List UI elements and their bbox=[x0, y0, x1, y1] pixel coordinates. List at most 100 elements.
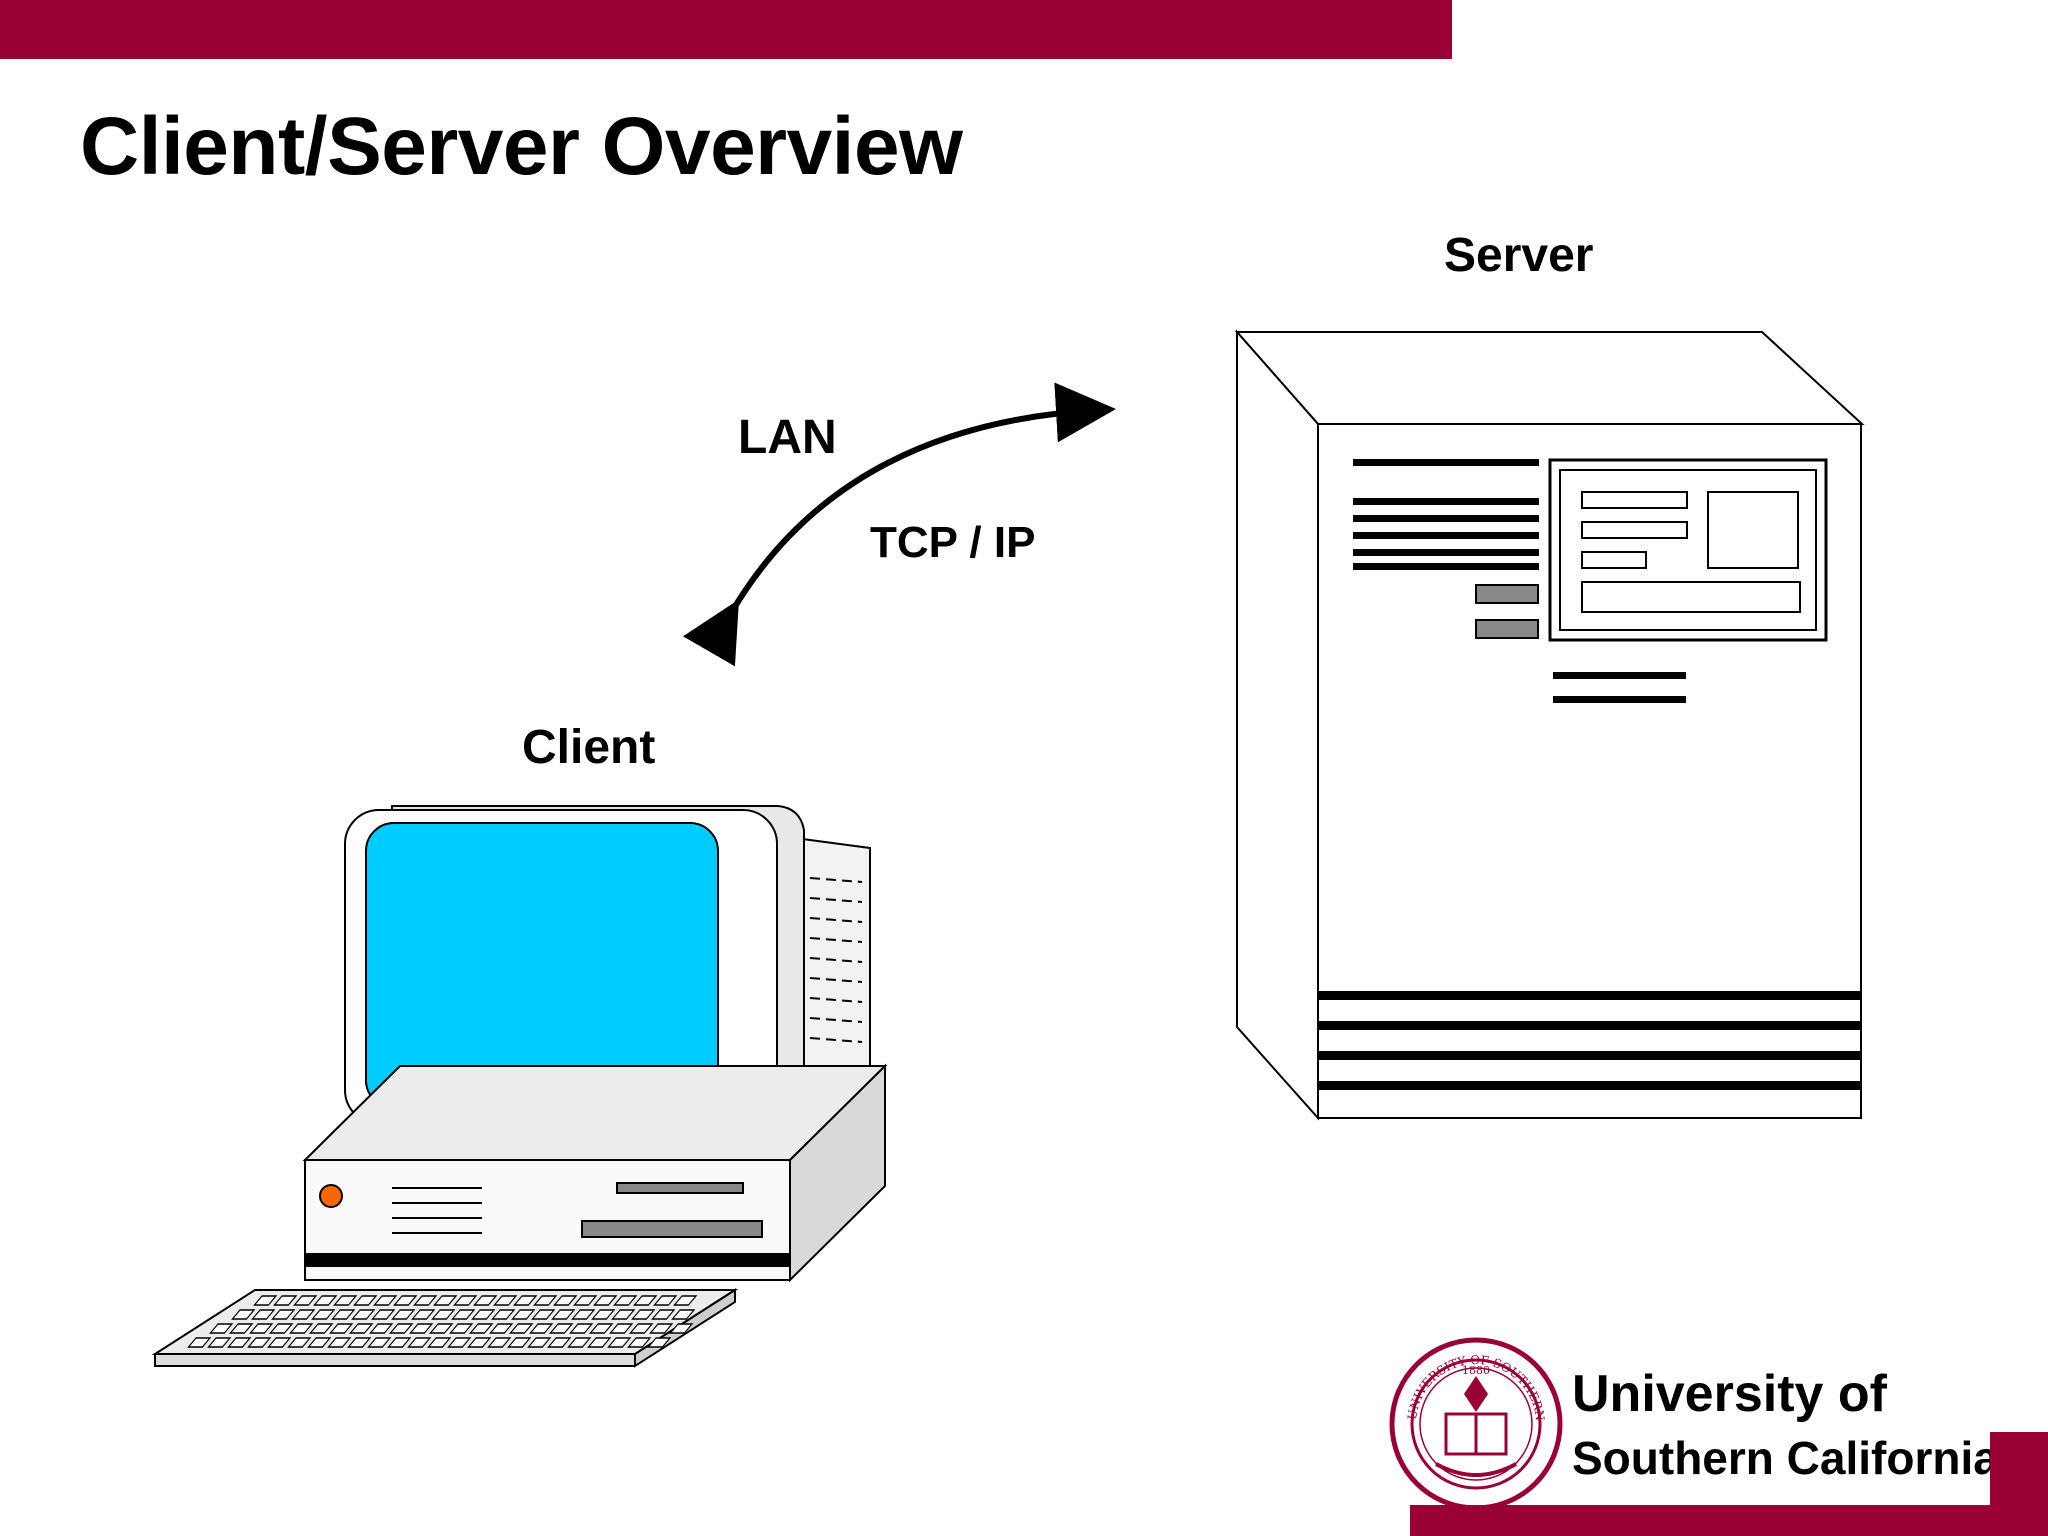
keyboard-key bbox=[413, 1295, 438, 1306]
keyboard-key bbox=[373, 1295, 398, 1306]
keyboard-key bbox=[611, 1309, 636, 1320]
keyboard-key bbox=[571, 1309, 596, 1320]
keyboard-key bbox=[451, 1309, 476, 1320]
keyboard-key bbox=[229, 1323, 254, 1334]
keyboard-key bbox=[247, 1337, 272, 1348]
slide-title: Client/Server Overview bbox=[80, 101, 963, 192]
keyboard-key bbox=[231, 1309, 256, 1320]
keyboard-key bbox=[369, 1323, 394, 1334]
keyboard-key bbox=[669, 1323, 694, 1334]
keyboard-key bbox=[333, 1295, 358, 1306]
university-name-line1: University of bbox=[1572, 1365, 1887, 1423]
keyboard-key bbox=[273, 1295, 298, 1306]
keyboard-key bbox=[329, 1323, 354, 1334]
keyboard-key bbox=[393, 1295, 418, 1306]
keyboard-key bbox=[671, 1309, 696, 1320]
keyboard-key bbox=[491, 1309, 516, 1320]
keyboard-key bbox=[553, 1295, 578, 1306]
keyboard-key bbox=[511, 1309, 536, 1320]
keyboard-key bbox=[293, 1295, 318, 1306]
bidirectional-arrow-icon bbox=[682, 382, 1116, 667]
keyboard-key bbox=[327, 1337, 352, 1348]
bottom-accent-bar bbox=[1410, 1505, 2048, 1536]
server-icon bbox=[1234, 329, 1865, 1121]
keyboard-key bbox=[187, 1337, 212, 1348]
keyboard-key bbox=[349, 1323, 374, 1334]
keyboard-key bbox=[269, 1323, 294, 1334]
university-seal-icon: UNIVERSITY OF SOUTHERN CALIFORNIA 1880 bbox=[1386, 1334, 1563, 1511]
keyboard-key bbox=[569, 1323, 594, 1334]
keyboard-key bbox=[447, 1337, 472, 1348]
keyboard-key bbox=[407, 1337, 432, 1348]
keyboard-key bbox=[291, 1309, 316, 1320]
keyboard-key bbox=[289, 1323, 314, 1334]
keyboard-key bbox=[529, 1323, 554, 1334]
client-label: Client bbox=[522, 721, 656, 774]
keyboard-key bbox=[651, 1309, 676, 1320]
keyboard-key bbox=[631, 1309, 656, 1320]
keyboard-key bbox=[673, 1295, 698, 1306]
server-label: Server bbox=[1444, 229, 1594, 282]
keyboard-key bbox=[387, 1337, 412, 1348]
keyboard-key bbox=[267, 1337, 292, 1348]
keyboard-key bbox=[567, 1337, 592, 1348]
keyboard-key bbox=[613, 1295, 638, 1306]
keyboard-key bbox=[409, 1323, 434, 1334]
keyboard-key bbox=[473, 1295, 498, 1306]
keyboard-key bbox=[411, 1309, 436, 1320]
keyboard-key bbox=[453, 1295, 478, 1306]
keyboard-key bbox=[573, 1295, 598, 1306]
desktop-computer-icon bbox=[151, 805, 888, 1368]
keyboard-key bbox=[507, 1337, 532, 1348]
keyboard-key bbox=[589, 1323, 614, 1334]
keyboard-key bbox=[313, 1295, 338, 1306]
keyboard-key bbox=[587, 1337, 612, 1348]
keyboard-key bbox=[431, 1309, 456, 1320]
university-name: University of Southern California bbox=[1572, 1362, 1999, 1490]
keyboard-icon bbox=[187, 1295, 698, 1348]
keyboard-key bbox=[471, 1309, 496, 1320]
keyboard-key bbox=[311, 1309, 336, 1320]
keyboard-key bbox=[391, 1309, 416, 1320]
keyboard-key bbox=[591, 1309, 616, 1320]
keyboard-key bbox=[251, 1309, 276, 1320]
keyboard-key bbox=[433, 1295, 458, 1306]
keyboard-key bbox=[647, 1337, 672, 1348]
keyboard-key bbox=[549, 1323, 574, 1334]
keyboard-key bbox=[489, 1323, 514, 1334]
server-vent-lines bbox=[1318, 459, 1861, 1090]
university-name-line2: Southern California bbox=[1572, 1432, 1999, 1484]
keyboard-key bbox=[609, 1323, 634, 1334]
keyboard-key bbox=[547, 1337, 572, 1348]
keyboard-key bbox=[271, 1309, 296, 1320]
keyboard-key bbox=[351, 1309, 376, 1320]
keyboard-key bbox=[487, 1337, 512, 1348]
keyboard-key bbox=[509, 1323, 534, 1334]
keyboard-key bbox=[253, 1295, 278, 1306]
keyboard-key bbox=[593, 1295, 618, 1306]
keyboard-key bbox=[533, 1295, 558, 1306]
keyboard-key bbox=[467, 1337, 492, 1348]
keyboard-key bbox=[607, 1337, 632, 1348]
drive-slot-lines bbox=[392, 1187, 482, 1234]
keyboard-key bbox=[353, 1295, 378, 1306]
keyboard-key bbox=[429, 1323, 454, 1334]
keyboard-key bbox=[627, 1337, 652, 1348]
keyboard-key bbox=[551, 1309, 576, 1320]
keyboard-key bbox=[653, 1295, 678, 1306]
keyboard-key bbox=[649, 1323, 674, 1334]
keyboard-key bbox=[389, 1323, 414, 1334]
keyboard-key bbox=[307, 1337, 332, 1348]
keyboard-key bbox=[513, 1295, 538, 1306]
keyboard-key bbox=[469, 1323, 494, 1334]
keyboard-key bbox=[227, 1337, 252, 1348]
keyboard-key bbox=[347, 1337, 372, 1348]
keyboard-key bbox=[309, 1323, 334, 1334]
keyboard-key bbox=[493, 1295, 518, 1306]
keyboard-key bbox=[427, 1337, 452, 1348]
keyboard-key bbox=[331, 1309, 356, 1320]
keyboard-key bbox=[209, 1323, 234, 1334]
keyboard-key bbox=[527, 1337, 552, 1348]
keyboard-key bbox=[287, 1337, 312, 1348]
